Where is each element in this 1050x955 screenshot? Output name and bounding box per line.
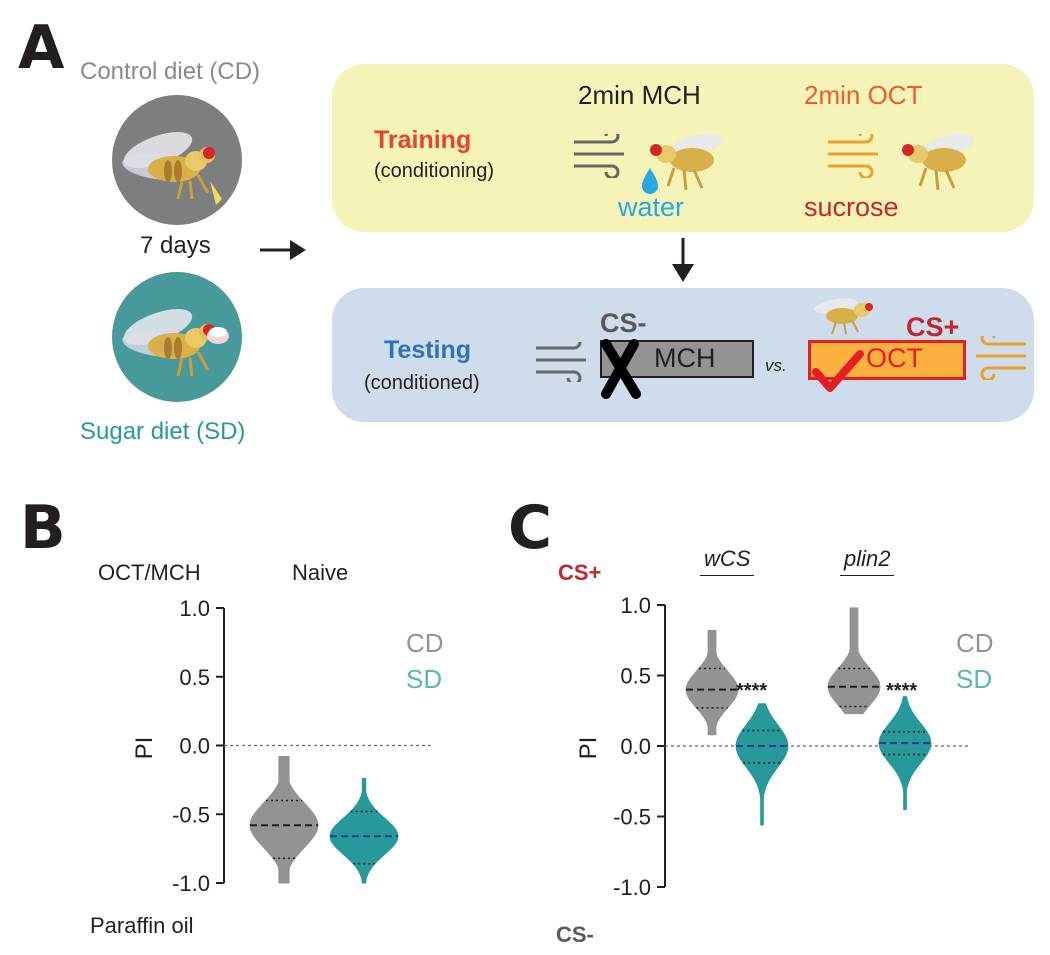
air-puff-icon [828, 134, 878, 178]
odor1-label: 2min MCH [578, 80, 701, 110]
panel-c-top-label: CS+ [558, 560, 602, 585]
y-tick-label: 0.5 [179, 665, 210, 690]
violin-sd [878, 696, 932, 810]
testing-subtitle: (conditioned) [364, 372, 480, 394]
violin-sd [329, 778, 399, 884]
legend-sd: SD [406, 664, 442, 694]
y-axis-label: PI [131, 737, 158, 760]
y-tick-label: -0.5 [613, 805, 651, 830]
check-mark-icon [812, 350, 864, 392]
panel-b-condition: Naive [292, 560, 349, 585]
control-diet-circle [112, 95, 242, 225]
legend-cd: CD [956, 628, 994, 658]
y-tick-label: 0.0 [179, 734, 210, 759]
cross-mark-icon [601, 339, 641, 399]
versus-label: vs. [765, 356, 787, 375]
group2-label: plin2 [840, 546, 895, 576]
air-puff-icon [536, 342, 586, 382]
oct-box-label: OCT [866, 343, 923, 373]
y-tick-label: -1.0 [172, 871, 210, 896]
panel-b-letter: B [20, 493, 66, 563]
violin-chart-b: 1.0 0.5 0.0 -0.5 -1.0 PI CD SD [131, 596, 444, 896]
violin-cd [685, 629, 739, 736]
y-tick-label: -0.5 [172, 802, 210, 827]
air-puff-icon [574, 134, 624, 178]
training-title: Training [374, 126, 472, 154]
arrow-down-icon [672, 238, 694, 282]
cs-minus-label: CS- [600, 308, 647, 338]
arrow-right-icon [260, 240, 306, 260]
cs-plus-label: CS+ [906, 312, 960, 342]
fly-icon [814, 298, 873, 335]
training-subtitle: (conditioning) [374, 160, 495, 182]
sugar-diet-label: Sugar diet (SD) [80, 418, 246, 445]
reward-water-label: water [618, 192, 685, 222]
duration-label: 7 days [140, 232, 211, 259]
odor2-label: 2min OCT [804, 80, 923, 110]
y-tick-label: 1.0 [620, 593, 651, 618]
panel-b-bottom-label: Paraffin oil [90, 913, 194, 938]
panel-c-bottom-label: CS- [556, 922, 594, 947]
control-diet-label: Control diet (CD) [80, 58, 261, 85]
y-tick-label: 1.0 [179, 596, 210, 621]
violin-cd [249, 756, 319, 884]
significance-marker-2: **** [886, 680, 918, 702]
water-drop-icon [642, 168, 658, 194]
testing-title: Testing [384, 336, 472, 364]
fly-icon [122, 131, 222, 205]
y-tick-label: 0.0 [620, 734, 651, 759]
fly-icon [650, 133, 723, 191]
panel-c-letter: C [508, 493, 553, 563]
violin-cd [827, 607, 881, 715]
y-tick-label: -1.0 [613, 875, 651, 900]
legend-cd: CD [406, 628, 444, 658]
fly-icon [122, 308, 229, 377]
violin-chart-c: 1.0 0.5 0.0 -0.5 -1.0 PI CD SD [575, 593, 994, 900]
oct-box [808, 340, 966, 380]
significance-marker-1: **** [736, 680, 768, 702]
group1-label: wCS [700, 546, 755, 576]
sugar-diet-circle [112, 272, 242, 402]
panel-a-letter: A [18, 13, 65, 83]
violin-sd [735, 703, 789, 826]
mch-box-label: MCH [654, 343, 716, 373]
reward-sucrose-label: sucrose [804, 192, 899, 222]
panel-b-top-label: OCT/MCH [98, 560, 201, 585]
y-tick-label: 0.5 [620, 664, 651, 689]
y-axis-label: PI [575, 737, 602, 760]
legend-sd: SD [956, 664, 992, 694]
air-puff-reversed-icon [976, 336, 1026, 380]
fly-icon [902, 133, 975, 191]
